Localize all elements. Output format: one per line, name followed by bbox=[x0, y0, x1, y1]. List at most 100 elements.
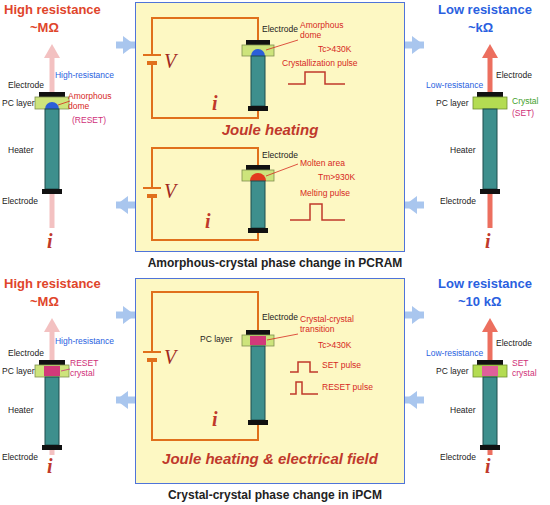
current-symbol: i bbox=[485, 230, 491, 252]
battery-symbol bbox=[147, 194, 157, 198]
part-label: PC layer bbox=[200, 334, 233, 344]
current-symbol: i bbox=[47, 455, 53, 477]
mechanism-panel: ElectrodeAmorphous domeTc>430KCrystalliz… bbox=[135, 2, 405, 252]
pulse-symbol bbox=[288, 72, 345, 84]
resistance-heading: ~MΩ bbox=[30, 20, 59, 36]
part-label: Amorphous dome bbox=[68, 91, 114, 111]
part-label: Electrode bbox=[496, 338, 532, 348]
wire bbox=[152, 148, 258, 240]
electrode bbox=[39, 92, 65, 97]
caption: Crystal-crystal phase change in iPCM bbox=[168, 488, 382, 502]
device-group: Low resistance~10 kΩElectrodeLow-resista… bbox=[424, 274, 550, 484]
part-label: SET crystal bbox=[512, 358, 548, 378]
mechanism-title: Joule heating bbox=[222, 121, 319, 139]
current-arrow-head bbox=[44, 44, 60, 58]
electrode bbox=[246, 40, 270, 45]
resistance-heading: High resistance bbox=[4, 2, 101, 18]
pc-layer bbox=[242, 335, 274, 346]
device-group: High resistance~MΩHigh-resistanceElectro… bbox=[0, 274, 116, 484]
heater bbox=[251, 56, 265, 106]
transition-arrow bbox=[405, 312, 424, 319]
panel-ground bbox=[135, 278, 405, 484]
voltage-symbol: V bbox=[164, 180, 176, 202]
electrode bbox=[248, 106, 268, 111]
part-label: Electrode bbox=[262, 150, 298, 160]
part-label: PC layer bbox=[2, 366, 35, 376]
electrode bbox=[248, 420, 268, 425]
part-label: Electrode bbox=[2, 196, 38, 206]
amorphous-dome bbox=[45, 102, 59, 109]
leader-line bbox=[266, 40, 298, 50]
part-label: RESET pulse bbox=[322, 382, 373, 392]
electrode bbox=[42, 189, 62, 194]
part-label: PC layer bbox=[2, 98, 35, 108]
part-label: Electrode bbox=[8, 348, 44, 358]
resistance-heading: Low resistance bbox=[438, 276, 532, 292]
leader-line bbox=[61, 369, 70, 371]
part-label: Melting pulse bbox=[300, 188, 350, 198]
current-symbol: i bbox=[47, 230, 53, 252]
part-label: Crystal bbox=[512, 96, 538, 106]
battery-symbol bbox=[147, 61, 157, 65]
reset-crystal bbox=[44, 366, 60, 376]
amorphous-dome bbox=[251, 49, 265, 56]
battery-symbol bbox=[143, 187, 161, 189]
part-label: Electrode bbox=[2, 452, 38, 462]
battery-symbol bbox=[143, 351, 161, 353]
part-label: PC layer bbox=[436, 366, 469, 376]
pc-layer bbox=[35, 97, 69, 109]
pulse-symbol bbox=[290, 204, 345, 220]
resistance-heading: ~kΩ bbox=[468, 20, 493, 36]
set-crystal bbox=[482, 366, 498, 376]
part-label: Tc>430K bbox=[318, 44, 351, 54]
heater bbox=[45, 377, 59, 445]
part-label: Heater bbox=[8, 145, 34, 155]
caption: Amorphous-crystal phase change in PCRAM bbox=[148, 256, 403, 270]
transition-arrow bbox=[405, 202, 424, 209]
resistance-heading: ~MΩ bbox=[30, 294, 59, 310]
part-label: Crystallization pulse bbox=[282, 58, 358, 68]
heater bbox=[483, 377, 497, 445]
part-label: RESET crystal bbox=[70, 358, 114, 378]
part-label: SET pulse bbox=[322, 360, 361, 370]
part-label: Electrode bbox=[262, 312, 298, 322]
pc-layer bbox=[473, 365, 507, 377]
pulse-symbol bbox=[290, 382, 318, 394]
part-label: PC layer bbox=[436, 98, 469, 108]
current-arrow-head bbox=[44, 318, 60, 332]
pc-layer bbox=[473, 97, 507, 109]
transition-arrow bbox=[116, 397, 135, 404]
part-label: Low-resistance bbox=[426, 80, 483, 90]
part-label: Heater bbox=[450, 145, 476, 155]
electrode bbox=[480, 189, 500, 194]
part-label: (RESET) bbox=[72, 115, 106, 125]
part-label: Low-resistance bbox=[426, 348, 483, 358]
heater bbox=[251, 346, 265, 420]
electrode bbox=[39, 360, 65, 365]
pc-layer bbox=[35, 365, 69, 377]
molten-area bbox=[250, 173, 266, 181]
electrode bbox=[246, 165, 270, 170]
device-group: High resistance ~MΩ High-resistanceElectro… bbox=[0, 0, 116, 254]
resistance-heading: High resistance bbox=[4, 276, 101, 292]
part-label: Electrode bbox=[496, 70, 532, 80]
heater bbox=[251, 181, 265, 228]
electrode bbox=[248, 228, 268, 233]
part-label: Electrode bbox=[262, 24, 298, 34]
transition-arrow bbox=[116, 312, 135, 319]
heater bbox=[483, 109, 497, 189]
transition-region bbox=[250, 336, 266, 345]
current-symbol: i bbox=[212, 408, 218, 430]
voltage-symbol: V bbox=[164, 50, 176, 72]
part-label: Tm>930K bbox=[318, 172, 355, 182]
resistance-heading: ~10 kΩ bbox=[458, 294, 501, 310]
part-label: (SET) bbox=[512, 108, 534, 118]
current-arrow-head bbox=[482, 318, 498, 332]
part-label: Molten area bbox=[300, 158, 345, 168]
mechanism-panel: ElectrodePC layerCrystal-crystal transit… bbox=[135, 278, 405, 484]
pulse-symbol bbox=[290, 362, 318, 372]
part-label: Electrode bbox=[440, 452, 476, 462]
pc-layer bbox=[242, 45, 274, 56]
part-label: High-resistance bbox=[55, 70, 114, 80]
current-symbol: i bbox=[485, 455, 491, 477]
